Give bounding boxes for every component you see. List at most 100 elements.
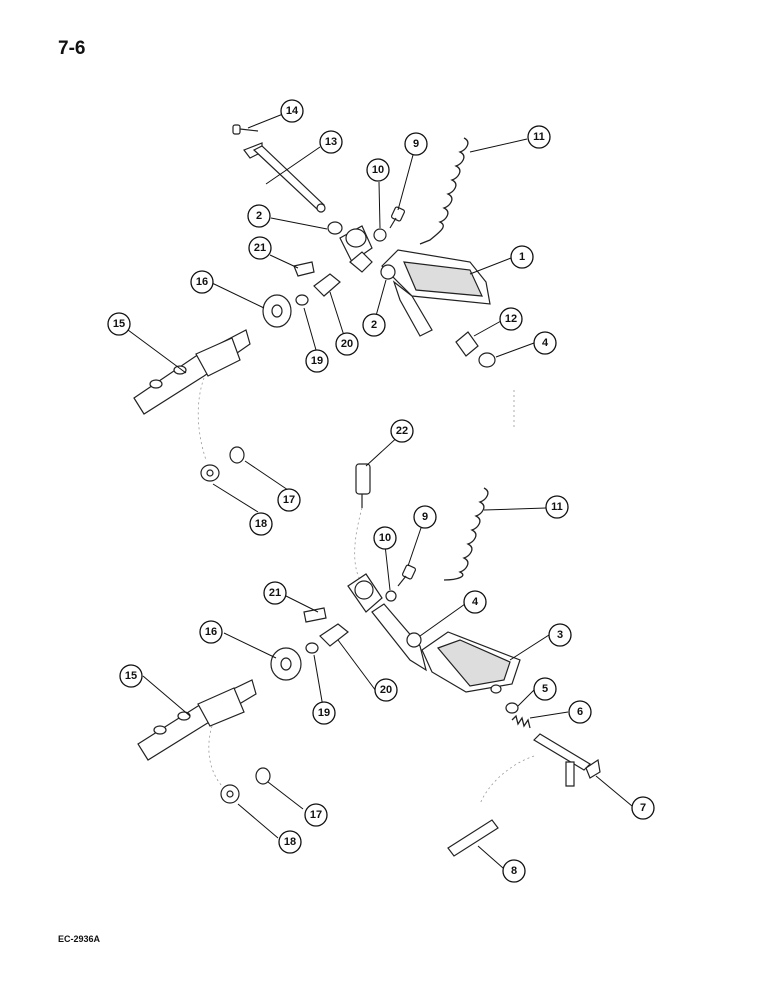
callout-15-upper: 15 bbox=[107, 312, 131, 336]
svg-text:19: 19 bbox=[311, 355, 323, 367]
part-washer-5 bbox=[505, 702, 519, 714]
callout-20-upper: 20 bbox=[335, 332, 359, 356]
callout-16-lower: 16 bbox=[199, 620, 223, 644]
callout-3: 3 bbox=[548, 623, 572, 647]
svg-text:21: 21 bbox=[269, 587, 281, 599]
svg-text:20: 20 bbox=[341, 338, 353, 350]
page-number: 7-6 bbox=[58, 38, 86, 59]
svg-text:17: 17 bbox=[283, 494, 295, 506]
svg-text:9: 9 bbox=[413, 138, 419, 150]
part-seal-16-lower bbox=[270, 647, 302, 681]
callout-21-upper: 21 bbox=[248, 236, 272, 260]
part-washer-17-lower bbox=[255, 767, 271, 785]
svg-text:1: 1 bbox=[519, 251, 525, 263]
callout-15-lower: 15 bbox=[119, 664, 143, 688]
svg-text:4: 4 bbox=[472, 596, 479, 608]
callout-2-lower: 2 bbox=[362, 313, 386, 337]
callout-2-upper: 2 bbox=[247, 204, 271, 228]
svg-text:18: 18 bbox=[255, 518, 267, 530]
svg-text:5: 5 bbox=[542, 683, 548, 695]
svg-text:17: 17 bbox=[310, 809, 322, 821]
callout-8: 8 bbox=[502, 859, 526, 883]
callout-18-upper: 18 bbox=[249, 512, 273, 536]
part-washer-10-upper bbox=[373, 228, 387, 242]
callout-10-upper: 10 bbox=[366, 158, 390, 182]
callout-9-lower: 9 bbox=[413, 505, 437, 529]
part-bolt-14 bbox=[232, 124, 259, 135]
callout-16-upper: 16 bbox=[190, 270, 214, 294]
part-clevis-pin-21-lower bbox=[303, 607, 327, 623]
svg-text:21: 21 bbox=[254, 242, 266, 254]
svg-text:15: 15 bbox=[113, 318, 125, 330]
svg-text:16: 16 bbox=[196, 276, 208, 288]
svg-text:6: 6 bbox=[577, 706, 583, 718]
part-stop-light-switch-22 bbox=[354, 463, 371, 581]
svg-text:2: 2 bbox=[256, 210, 262, 222]
part-washer-10-lower bbox=[385, 590, 397, 602]
callout-22: 22 bbox=[390, 419, 414, 443]
part-clutch-pedal-3 bbox=[371, 603, 521, 694]
callout-11-upper: 11 bbox=[527, 125, 551, 149]
part-seal-16-upper bbox=[262, 294, 292, 328]
svg-text:11: 11 bbox=[533, 131, 545, 143]
svg-text:4: 4 bbox=[542, 337, 549, 349]
svg-text:15: 15 bbox=[125, 670, 137, 682]
svg-text:18: 18 bbox=[284, 836, 296, 848]
part-washer-17-upper bbox=[229, 446, 245, 464]
part-brake-pedal-1 bbox=[381, 249, 491, 337]
callout-4-lower: 4 bbox=[463, 590, 487, 614]
part-bushing-2-upper bbox=[327, 221, 343, 235]
part-master-cylinder-15-lower bbox=[137, 679, 257, 761]
part-pedal-hub-upper bbox=[339, 225, 373, 273]
leader-lines bbox=[127, 113, 633, 869]
callout-14: 14 bbox=[280, 99, 304, 123]
callout-6: 6 bbox=[568, 700, 592, 724]
svg-text:19: 19 bbox=[318, 707, 330, 719]
part-bolt-9-upper bbox=[389, 206, 406, 229]
part-spring-11-lower bbox=[443, 487, 489, 581]
callout-1: 1 bbox=[510, 245, 534, 269]
part-clevis-20-lower bbox=[319, 623, 349, 647]
callout-7: 7 bbox=[631, 796, 655, 820]
part-bushing-2-lower bbox=[380, 264, 396, 280]
callout-9-upper: 9 bbox=[404, 132, 428, 156]
part-nut-19-upper bbox=[295, 294, 309, 306]
part-bushing-4-upper bbox=[478, 352, 496, 368]
part-nut-18-upper bbox=[200, 464, 220, 482]
svg-text:2: 2 bbox=[371, 319, 377, 331]
callout-5: 5 bbox=[533, 677, 557, 701]
callout-19-lower: 19 bbox=[312, 701, 336, 725]
svg-text:11: 11 bbox=[551, 501, 563, 513]
svg-text:20: 20 bbox=[380, 684, 392, 696]
svg-text:16: 16 bbox=[205, 626, 217, 638]
part-master-cylinder-15-upper bbox=[133, 329, 251, 415]
callout-12: 12 bbox=[499, 307, 523, 331]
callout-20-lower: 20 bbox=[374, 678, 398, 702]
callout-10-lower: 10 bbox=[373, 526, 397, 550]
part-nut-18-lower bbox=[220, 784, 240, 804]
part-pedal-hub-lower bbox=[347, 573, 383, 613]
part-clevis-20-upper bbox=[313, 273, 341, 297]
figure-reference-code: EC-2936A bbox=[58, 934, 101, 944]
callout-17-lower: 17 bbox=[304, 803, 328, 827]
part-nut-19-lower bbox=[305, 642, 319, 654]
svg-text:10: 10 bbox=[372, 164, 384, 176]
svg-text:9: 9 bbox=[422, 511, 428, 523]
part-bolt-9-lower bbox=[397, 564, 417, 587]
svg-text:3: 3 bbox=[557, 629, 563, 641]
callout-17-upper: 17 bbox=[277, 488, 301, 512]
callout-11-lower: 11 bbox=[545, 495, 569, 519]
part-pin-8 bbox=[447, 819, 499, 857]
callout-13: 13 bbox=[319, 130, 343, 154]
svg-text:8: 8 bbox=[511, 865, 517, 877]
part-spring-11-upper bbox=[419, 137, 469, 245]
part-pivot-pin-13 bbox=[243, 142, 326, 213]
svg-text:7: 7 bbox=[640, 802, 646, 814]
svg-text:14: 14 bbox=[286, 105, 299, 117]
callout-4-upper: 4 bbox=[533, 331, 557, 355]
svg-text:10: 10 bbox=[379, 532, 391, 544]
callout-19-upper: 19 bbox=[305, 349, 329, 373]
svg-text:13: 13 bbox=[325, 136, 337, 148]
svg-text:12: 12 bbox=[505, 313, 517, 325]
